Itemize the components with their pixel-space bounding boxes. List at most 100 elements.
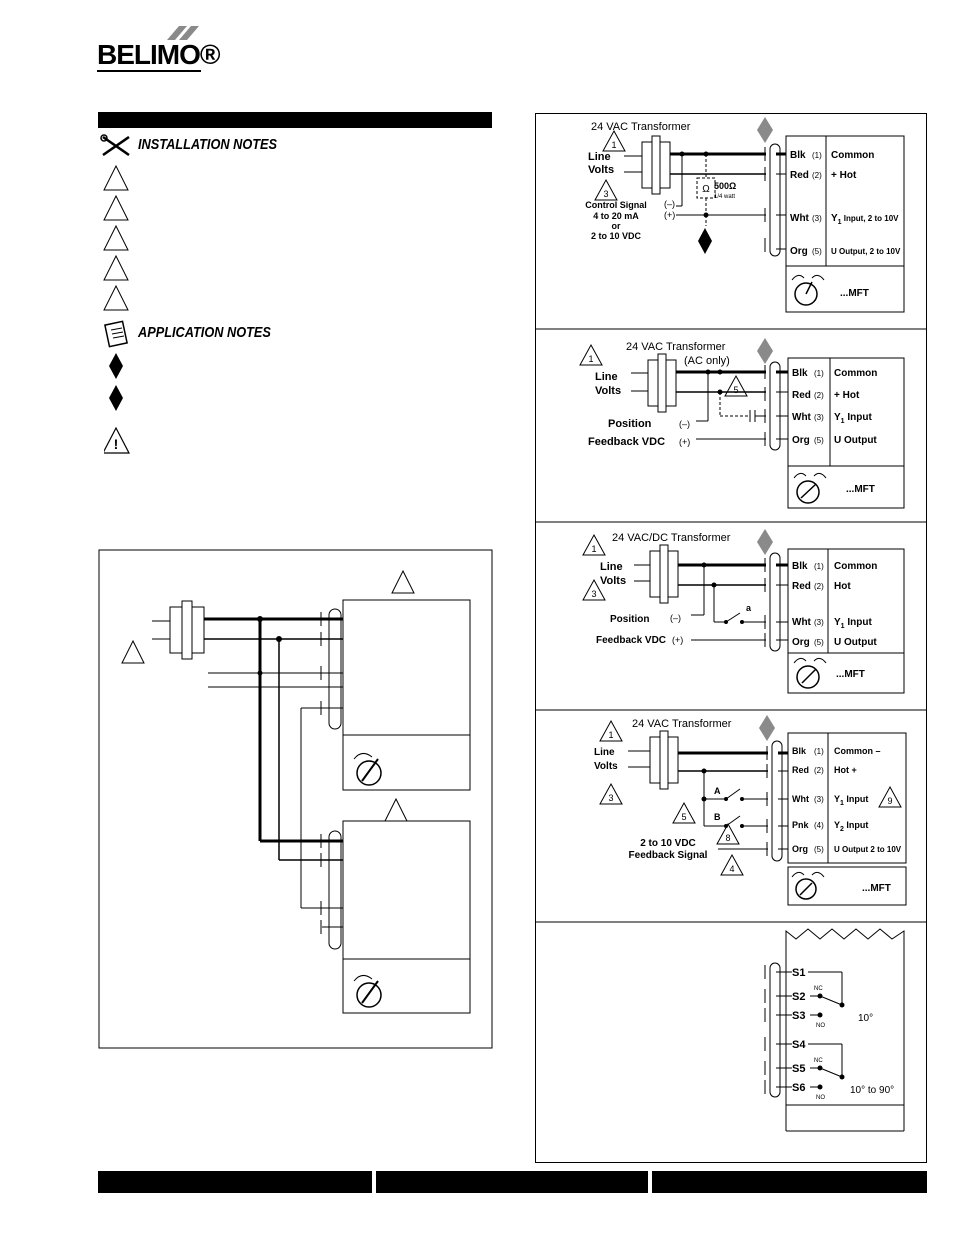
svg-text:Red: Red [792,390,811,401]
svg-text:U Output: U Output [834,435,877,446]
warning-triangle-icon [104,426,130,454]
svg-text:Common: Common [834,368,877,379]
svg-text:Red: Red [792,581,811,592]
svg-text:Position: Position [610,614,649,625]
svg-text:Org: Org [792,844,808,854]
svg-text:(5): (5) [814,845,824,854]
svg-text:S5: S5 [792,1063,805,1075]
clipboard-icon [104,320,128,348]
svg-text:Volts: Volts [594,761,618,772]
triangle-note-icon [724,374,748,397]
svg-text:Volts: Volts [600,575,626,587]
diamond-icon [109,385,123,411]
multi-actuator-wiring-diagram [98,549,493,1049]
svg-text:Wht: Wht [792,412,812,423]
diamond-icon [698,228,712,254]
svg-text:(1): (1) [814,747,824,756]
svg-text:!: ! [114,436,119,452]
svg-text:24 VAC Transformer: 24 VAC Transformer [591,121,691,133]
svg-text:Wht: Wht [792,794,809,804]
svg-text:U Output: U Output [834,637,877,648]
svg-text:NO: NO [816,1023,825,1029]
svg-text:Feedback Signal: Feedback Signal [629,850,708,861]
svg-text:24 VAC Transformer: 24 VAC Transformer [632,718,732,730]
svg-text:Feedback VDC: Feedback VDC [588,436,665,448]
svg-text:(1): (1) [814,369,824,378]
triangle-note-icon [594,178,618,201]
svg-text:Blk: Blk [792,368,808,379]
gauge-icon [356,760,382,786]
svg-text:S2: S2 [792,991,805,1003]
svg-text:Red: Red [792,765,809,775]
svg-text:(3): (3) [814,413,824,422]
svg-text:(2): (2) [814,582,824,591]
triangle-note-icon [599,782,623,805]
footer-bar-left [98,1171,372,1193]
gray-diamond-icon [757,529,773,555]
svg-text:Wht: Wht [792,617,812,628]
svg-text:Blk: Blk [792,561,808,572]
svg-text:Line: Line [588,151,611,163]
svg-text:1: 1 [611,140,616,150]
wrench-screwdriver-icon [100,134,130,157]
triangle-note-icon [384,797,408,822]
wiring-panel-two-switch-control: 24 VAC Transformer 1 Line Volts 3 5 2 to… [536,715,926,923]
wiring-panel-position-feedback: 24 VAC Transformer (AC only) 1 Line Volt… [536,338,926,523]
installation-notes-title: INSTALLATION NOTES [138,136,278,153]
svg-text:4: 4 [729,864,734,874]
svg-text:...MFT: ...MFT [862,883,891,894]
svg-text:(2): (2) [814,766,824,775]
svg-text:Feedback VDC: Feedback VDC [596,635,666,646]
svg-text:Volts: Volts [595,385,621,397]
svg-text:(+): (+) [672,635,683,645]
svg-text:Common: Common [834,561,877,572]
svg-text:10°: 10° [858,1013,873,1024]
triangle-note-icon [720,853,744,876]
svg-text:S6: S6 [792,1082,805,1094]
svg-text:9: 9 [887,796,892,806]
svg-text:(3): (3) [812,214,822,223]
gray-diamond-icon [759,715,775,741]
svg-text:24 VAC/DC Transformer: 24 VAC/DC Transformer [612,532,731,544]
logo-text: BELIMO® [97,39,221,70]
svg-text:2 to 10 VDC: 2 to 10 VDC [591,231,642,241]
svg-text:1: 1 [591,544,596,554]
svg-text:Blk: Blk [790,150,806,161]
svg-text:(–): (–) [664,199,675,209]
logo-swoosh-icon [167,26,199,40]
triangle-note-icon [103,284,129,311]
svg-text:+ Hot: + Hot [834,390,860,401]
gray-diamond-icon [757,117,773,143]
svg-text:Line: Line [600,561,623,573]
wiring-panel-4-20ma: 24 VAC Transformer 1 Line Volts 3 Contro… [536,117,926,330]
svg-text:(3): (3) [814,795,824,804]
triangle-note-icon [672,801,696,824]
svg-text:NC: NC [814,1058,823,1064]
svg-text:Y1 Input: Y1 Input [834,794,868,807]
svg-text:(4): (4) [814,821,824,830]
triangle-note-icon [103,254,129,281]
svg-text:Org: Org [792,435,810,446]
svg-text:Y1 Input: Y1 Input [834,617,872,630]
triangle-note-icon [599,719,623,742]
svg-text:...MFT: ...MFT [846,484,875,495]
section-header-bar [98,112,492,128]
svg-text:Common: Common [831,150,874,161]
svg-text:or: or [612,221,621,231]
svg-text:S1: S1 [792,967,805,979]
svg-text:10° to 90°: 10° to 90° [850,1085,894,1096]
triangle-note-icon [103,164,129,191]
triangle-note-icon [716,822,740,845]
svg-text:(5): (5) [814,638,824,647]
svg-text:Red: Red [790,170,809,181]
svg-text:...MFT: ...MFT [840,288,869,299]
svg-text:A: A [714,786,721,796]
svg-text:Line: Line [595,371,618,383]
wiring-examples-frame [535,113,927,1163]
svg-text:1: 1 [588,354,593,364]
svg-text:Volts: Volts [588,164,614,176]
svg-text:24 VAC Transformer: 24 VAC Transformer [626,341,726,353]
svg-text:Hot: Hot [834,581,851,592]
triangle-note-icon [582,578,606,601]
footer-bar-right [652,1171,927,1193]
